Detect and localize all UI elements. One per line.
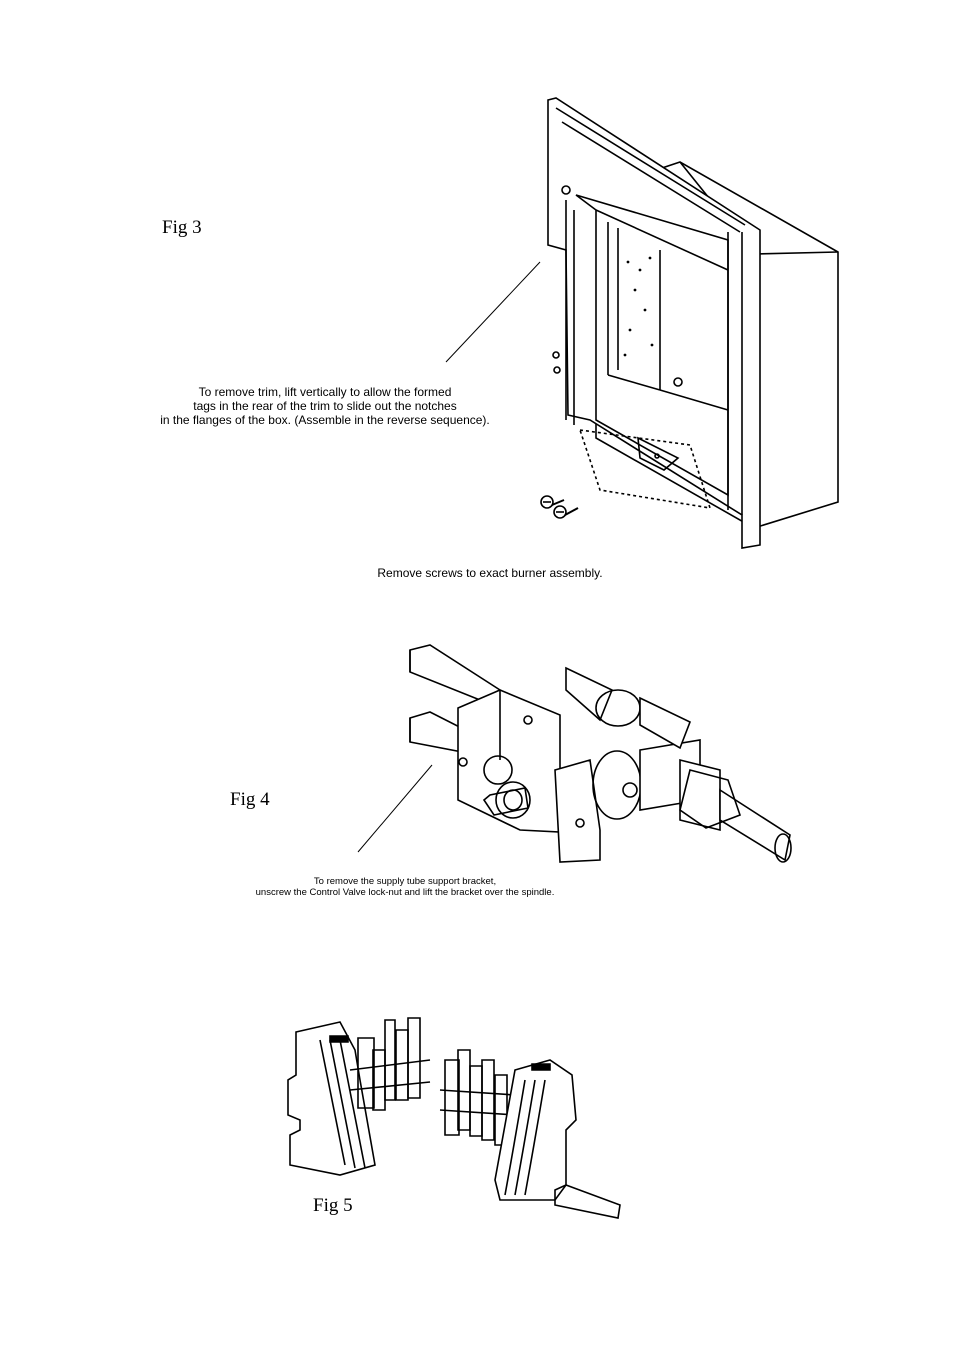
fig5-burner-parts-illustration [0,0,954,1230]
fig3-caption-line: in the flanges of the box. (Assemble in … [160,413,490,427]
fig3-screws-caption: Remove screws to exact burner assembly. [377,566,603,580]
fig3-fire-box-illustration [0,0,954,620]
fig3-caption-line: To remove trim, lift vertically to allow… [198,385,452,399]
fig4-caption-line: To remove the supply tube support bracke… [313,876,497,887]
fig4-control-valve-illustration [0,0,954,900]
fig4-caption: To remove the supply tube support bracke… [180,876,630,898]
fig5-label: Fig 5 [313,1195,353,1216]
screws-icon [541,496,578,518]
fig4-caption-line: unscrew the Control Valve lock-nut and l… [255,887,555,898]
fig3-label: Fig 3 [162,217,202,238]
fig3-caption: To remove trim, lift vertically to allow… [100,385,550,427]
fig4-label: Fig 4 [230,789,270,810]
fig3-caption-line: tags in the rear of the trim to slide ou… [193,399,457,413]
